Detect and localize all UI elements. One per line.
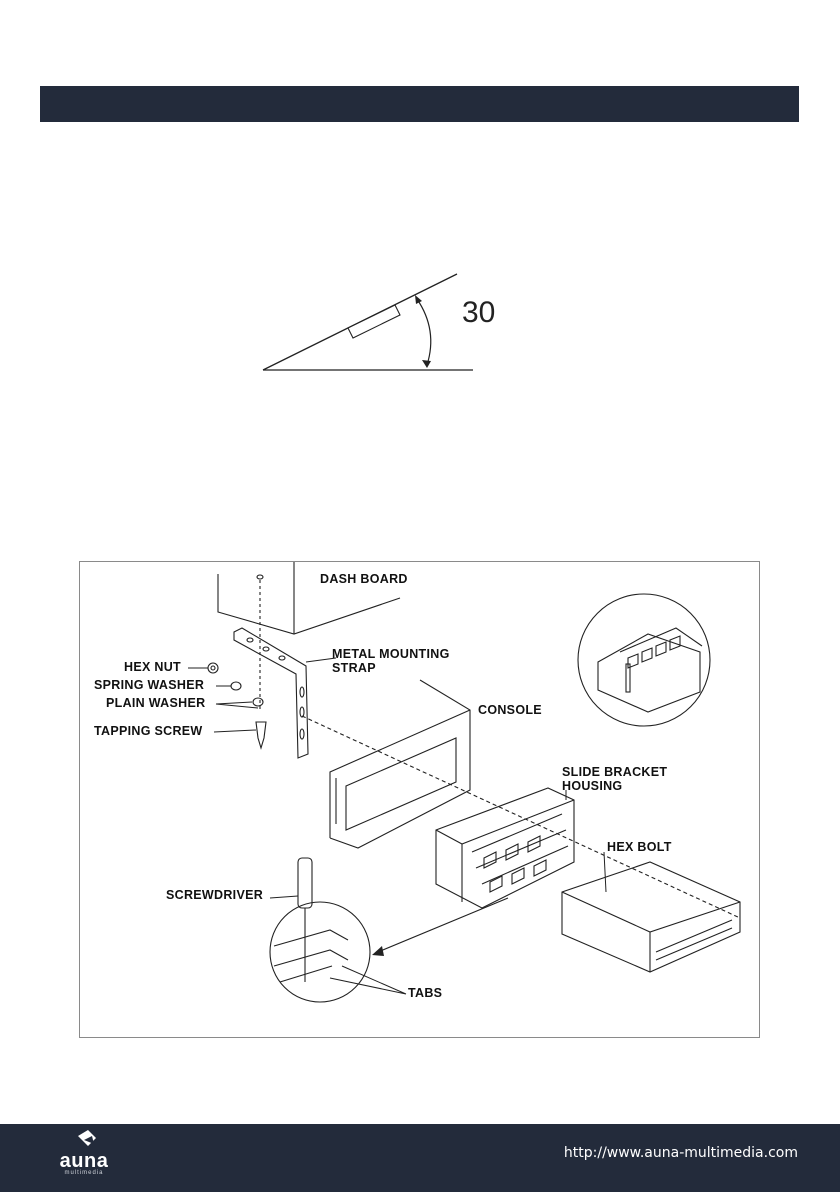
tabs-detail-circle (270, 902, 370, 1002)
footer-url-link[interactable]: http://www.auna-multimedia.com (564, 1145, 798, 1161)
label-dash-board: DASH BOARD (320, 573, 408, 586)
label-tabs: TABS (408, 987, 442, 1000)
label-hex-nut: HEX NUT (124, 661, 181, 674)
angle-label: 30 (462, 296, 495, 330)
angle-arc-arrow (417, 299, 431, 365)
installation-diagram: DASH BOARD METAL MOUNTING STRAP HEX NUT … (79, 561, 760, 1038)
mounting-strap (234, 628, 308, 758)
label-plain-washer: PLAIN WASHER (106, 697, 205, 710)
label-hex-bolt: HEX BOLT (607, 841, 672, 854)
tapping-screw-shape (256, 722, 266, 748)
plain-washer-shape (253, 698, 263, 706)
spring-washer-shape (231, 682, 241, 690)
label-screwdriver: SCREWDRIVER (166, 889, 263, 902)
slide-bracket-housing (436, 788, 574, 908)
installation-drawing (80, 562, 761, 1039)
label-metal-mounting-2: STRAP (332, 662, 376, 675)
arrow-head-top (415, 295, 422, 304)
detail-arrow-head (372, 946, 384, 956)
arrow-head-bottom (422, 360, 431, 368)
label-slide-bracket-2: HOUSING (562, 780, 622, 793)
header-bar (40, 86, 799, 122)
brand-sub: multimedia (44, 1170, 124, 1176)
label-tapping-screw: TAPPING SCREW (94, 725, 203, 738)
console-shape (330, 680, 470, 848)
unit-rectangle (348, 305, 400, 338)
label-metal-mounting-1: METAL MOUNTING (332, 648, 450, 661)
label-slide-bracket-1: SLIDE BRACKET (562, 766, 667, 779)
screwdriver-handle (298, 858, 312, 908)
label-console: CONSOLE (478, 704, 542, 717)
hex-nut-shape (208, 663, 218, 673)
label-spring-washer: SPRING WASHER (94, 679, 204, 692)
radio-unit-shape (562, 862, 740, 972)
detail-circle-zoom (578, 594, 710, 726)
